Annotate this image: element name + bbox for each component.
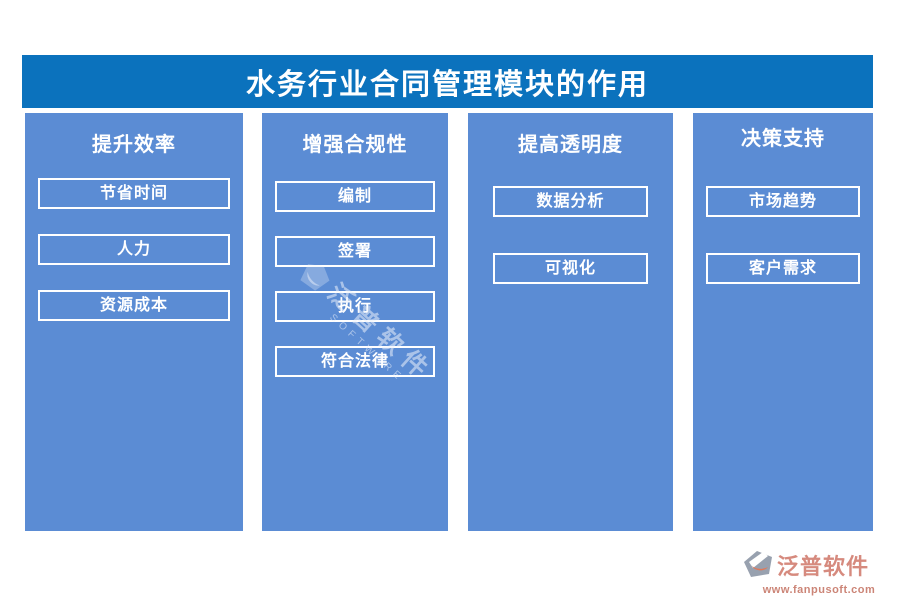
item-box: 市场趋势: [706, 186, 860, 217]
footer-logo: 泛普软件 www.fanpusoft.com: [744, 551, 894, 596]
item-box: 资源成本: [38, 290, 230, 321]
item-box: 编制: [275, 181, 435, 212]
item-box: 人力: [38, 234, 230, 265]
footer-website-url: www.fanpusoft.com: [762, 584, 876, 596]
column-header: 提升效率: [92, 134, 176, 156]
title-bar: 水务行业合同管理模块的作用: [22, 55, 873, 108]
column-compliance: 增强合规性 编制 签署 执行 符合法律: [262, 113, 448, 531]
item-box: 可视化: [493, 253, 648, 284]
item-box: 客户需求: [706, 253, 860, 284]
column-decision-support: 决策支持 市场趋势 客户需求: [693, 113, 873, 531]
item-box: 数据分析: [493, 186, 648, 217]
item-box: 符合法律: [275, 346, 435, 377]
fanpu-logo-icon: [744, 551, 774, 583]
footer-brand-name: 泛普软件: [777, 554, 870, 579]
column-header: 提高透明度: [518, 134, 623, 156]
page-title: 水务行业合同管理模块的作用: [245, 68, 649, 101]
column-transparency: 提高透明度 数据分析 可视化: [468, 113, 673, 531]
item-box: 签署: [275, 236, 435, 267]
column-header: 决策支持: [741, 128, 825, 150]
column-efficiency: 提升效率 节省时间 人力 资源成本: [25, 113, 243, 531]
item-box: 节省时间: [38, 178, 230, 209]
item-box: 执行: [275, 291, 435, 322]
column-header: 增强合规性: [302, 134, 408, 156]
